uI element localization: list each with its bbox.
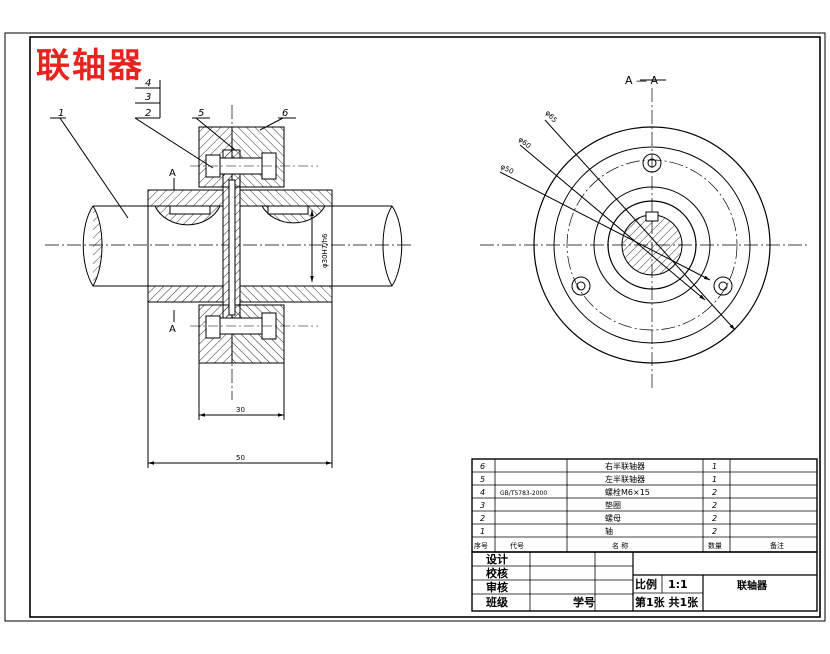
- balloon-5: 5: [198, 108, 204, 119]
- bom-header-cell: 代号: [510, 541, 524, 550]
- section-label: A — A: [625, 74, 659, 87]
- bom-cell-name: 垫圈: [605, 500, 621, 510]
- balloon-3: 3: [145, 92, 151, 103]
- balloon-1: 1: [58, 108, 64, 119]
- bom-cell-qty: 1: [712, 475, 717, 484]
- title-block-check: 校核: [486, 566, 508, 580]
- balloon-2: 2: [145, 108, 151, 119]
- bom-header-cell: 备注: [770, 541, 784, 550]
- drawing-title: 联轴器: [36, 46, 144, 86]
- balloon-4: 4: [145, 78, 151, 89]
- bom-cell-name: 左半联轴器: [605, 474, 645, 484]
- dimension-65: φ65: [544, 109, 559, 124]
- bom-cell-no: 5: [480, 475, 485, 484]
- dimension-shaft-dia: φ30H7/h6: [321, 233, 329, 268]
- bom-table: [471, 458, 818, 553]
- dimension-60: φ60: [517, 135, 533, 150]
- title-block-part-name: 联轴器: [737, 579, 768, 592]
- title-block-scale-label: 比例: [635, 577, 657, 591]
- bom-cell-no: 3: [480, 501, 485, 510]
- bom-cell-qty: 2: [712, 501, 717, 510]
- title-block-sheet-info: 第1张 共1张: [635, 595, 699, 609]
- bom-cell-qty: 1: [712, 462, 717, 471]
- bom-cell-name: 右半联轴器: [605, 461, 645, 471]
- cut-label-a-bottom: A: [169, 324, 176, 335]
- bom-cell-no: 2: [480, 514, 485, 523]
- bom-cell-name: 螺栓M6×15: [605, 487, 650, 497]
- balloon-6: 6: [282, 108, 288, 119]
- title-block-review: 审核: [486, 580, 508, 594]
- bom-header-cell: 序号: [474, 541, 488, 550]
- bom-cell-no: 1: [480, 527, 485, 536]
- title-block: [471, 551, 818, 612]
- title-block-class: 班级: [486, 595, 509, 609]
- bom-cell-qty: 2: [712, 527, 717, 536]
- bom-cell-name: 螺母: [605, 513, 621, 523]
- dimension-50-dia: φ50: [499, 163, 515, 176]
- bom-cell-no: 4: [480, 488, 485, 497]
- title-block-student-no: 学号: [573, 595, 595, 609]
- bom-cell-name: 轴: [605, 526, 613, 536]
- bom-cell-qty: 2: [712, 488, 717, 497]
- outer-border: [4, 32, 826, 622]
- bom-header-cell: 数量: [708, 541, 722, 550]
- bom-header-cell: 名 称: [612, 541, 628, 550]
- dimension-30: 30: [236, 406, 245, 414]
- cut-label-a-top: A: [169, 168, 176, 179]
- side-view-a-a: [480, 79, 810, 390]
- dimension-50: 50: [236, 454, 245, 462]
- inner-border: [29, 36, 821, 618]
- bom-cell-no: 6: [480, 462, 485, 471]
- bom-cell-code: GB/T5783-2000: [500, 490, 547, 497]
- front-section-view: [45, 80, 412, 468]
- title-block-scale-value: 1:1: [668, 578, 688, 591]
- bom-rows: 6 右半联轴器 1 5 左半联轴器 1 4 GB/T5783-2000 螺栓M6×15 2 3 垫圈 2…: [474, 461, 784, 550]
- title-block-design: 设计: [486, 552, 508, 566]
- bom-cell-qty: 2: [712, 514, 717, 523]
